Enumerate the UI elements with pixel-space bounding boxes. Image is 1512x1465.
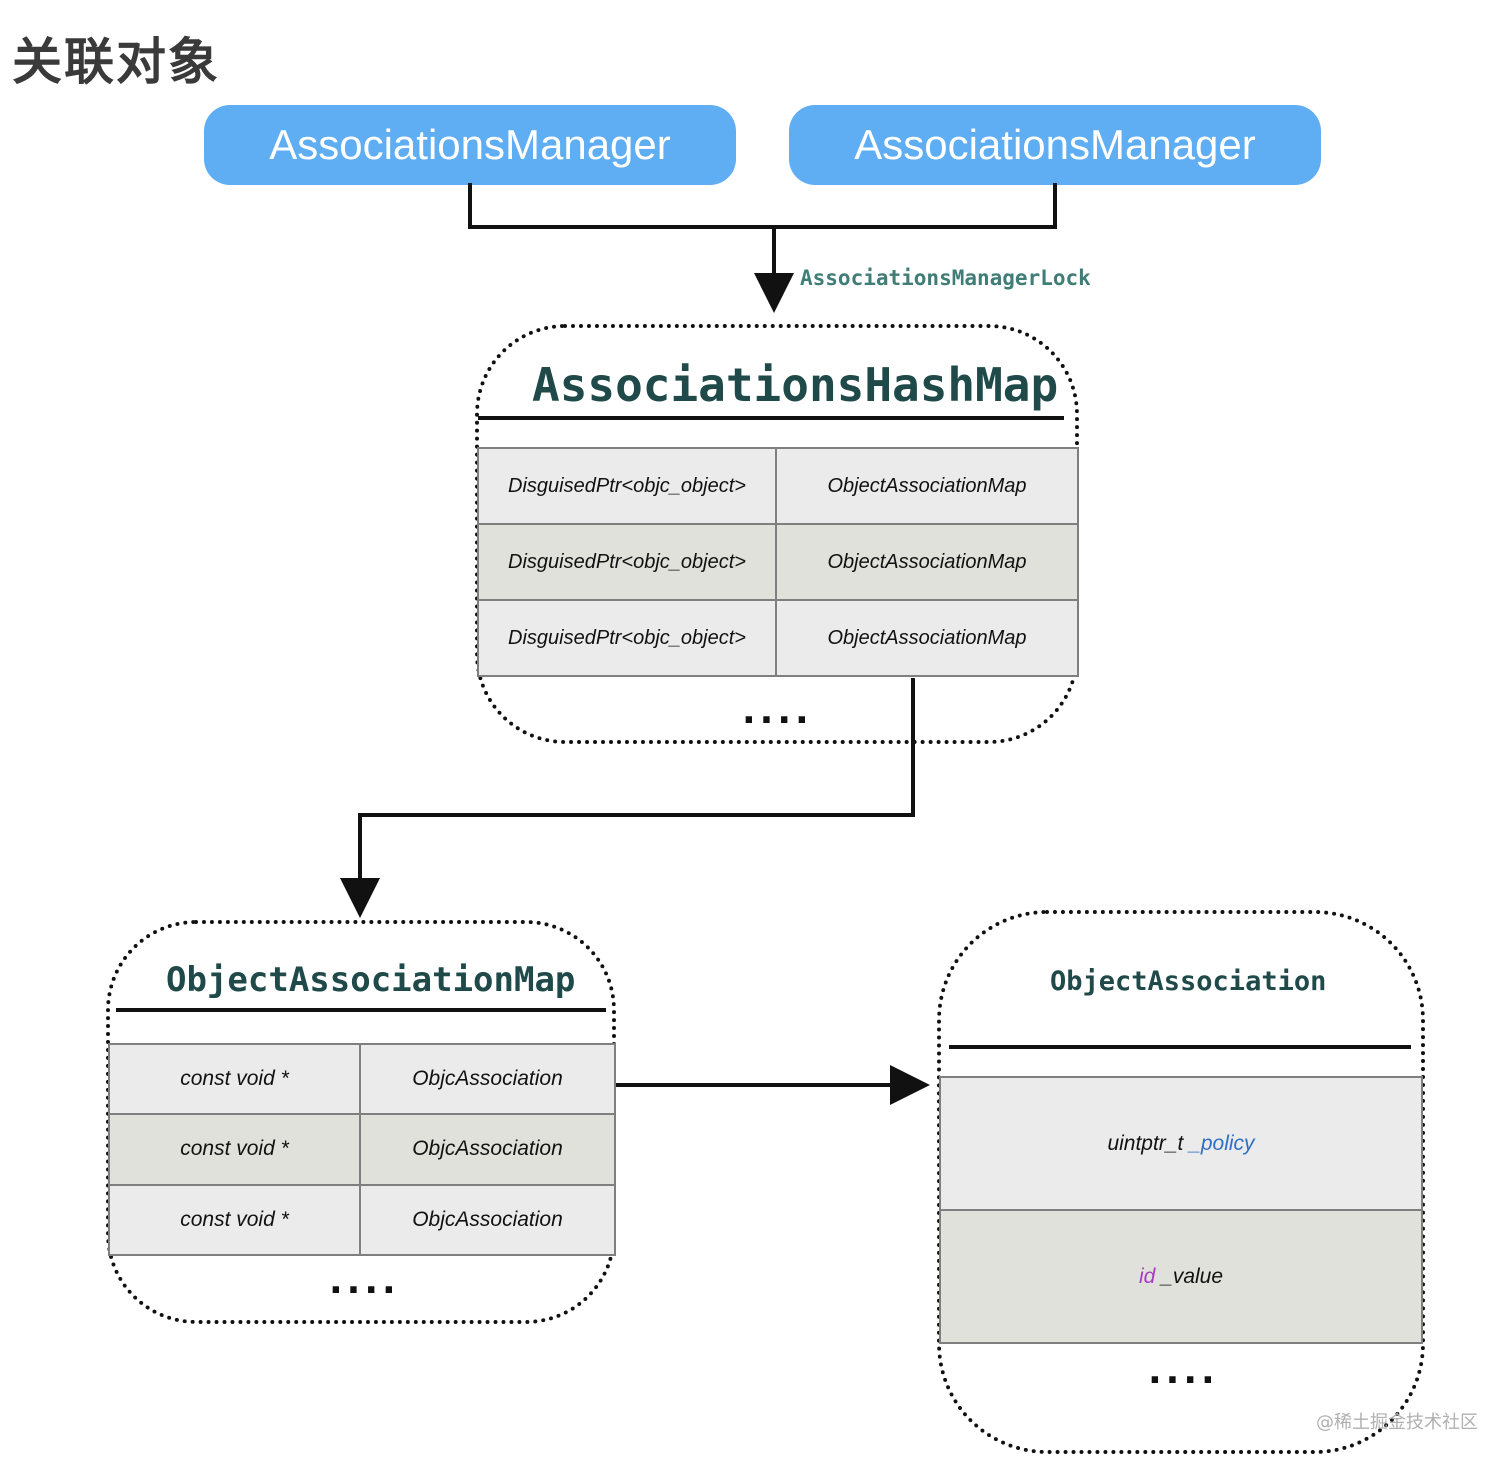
object-association-value-field: id _value bbox=[941, 1211, 1421, 1342]
object-association-map-title-rule bbox=[116, 1008, 606, 1012]
manager-join-connector bbox=[468, 183, 1057, 229]
oamap-ellipsis: .... bbox=[329, 1261, 400, 1302]
hashmap-row-3-value: ObjectAssociationMap bbox=[777, 601, 1077, 675]
hashmap-row-2-key: DisguisedPtr<objc_object> bbox=[479, 525, 775, 599]
oamap-row-3-key: const void * bbox=[110, 1185, 359, 1254]
associations-hashmap-title-rule bbox=[478, 416, 1064, 420]
object-association-table: uintptr_t _policy id _value bbox=[939, 1076, 1423, 1344]
oamap-row-3-value: ObjcAssociation bbox=[361, 1185, 614, 1254]
associations-manager-lock-label: AssociationsManagerLock bbox=[800, 266, 1091, 290]
object-association-title-rule bbox=[949, 1045, 1411, 1049]
oamap-row-1-value: ObjcAssociation bbox=[361, 1045, 614, 1114]
watermark-text: @稀土掘金技术社区 bbox=[1316, 1412, 1478, 1433]
oamap-row-2-value: ObjcAssociation bbox=[361, 1115, 614, 1184]
page-title: 关联对象 bbox=[12, 33, 220, 91]
associations-manager-node-1: AssociationsManager bbox=[204, 105, 736, 185]
hashmap-row-3-key: DisguisedPtr<objc_object> bbox=[479, 601, 775, 675]
object-association-map-title: ObjectAssociationMap bbox=[166, 960, 576, 1000]
oamap-row-2-key: const void * bbox=[110, 1115, 359, 1184]
object-association-title: ObjectAssociation bbox=[1050, 966, 1327, 997]
hashmap-row-1-key: DisguisedPtr<objc_object> bbox=[479, 449, 775, 523]
oamap-row-1-key: const void * bbox=[110, 1045, 359, 1114]
associations-hashmap-table: DisguisedPtr<objc_object> ObjectAssociat… bbox=[477, 447, 1079, 677]
object-association-ellipsis: .... bbox=[1148, 1351, 1219, 1392]
object-association-map-table: const void * ObjcAssociation const void … bbox=[108, 1043, 616, 1256]
policy-type: uintptr_t bbox=[1107, 1131, 1184, 1155]
hashmap-row-2-value: ObjectAssociationMap bbox=[777, 525, 1077, 599]
value-type: id bbox=[1138, 1264, 1156, 1288]
policy-name: _policy bbox=[1189, 1131, 1255, 1155]
associations-manager-node-2: AssociationsManager bbox=[789, 105, 1321, 185]
object-association-policy-field: uintptr_t _policy bbox=[941, 1078, 1421, 1209]
hashmap-row-1-value: ObjectAssociationMap bbox=[777, 449, 1077, 523]
associations-hashmap-title: AssociationsHashMap bbox=[532, 358, 1059, 412]
hashmap-ellipsis: .... bbox=[742, 691, 813, 732]
value-name: _value bbox=[1161, 1264, 1224, 1288]
